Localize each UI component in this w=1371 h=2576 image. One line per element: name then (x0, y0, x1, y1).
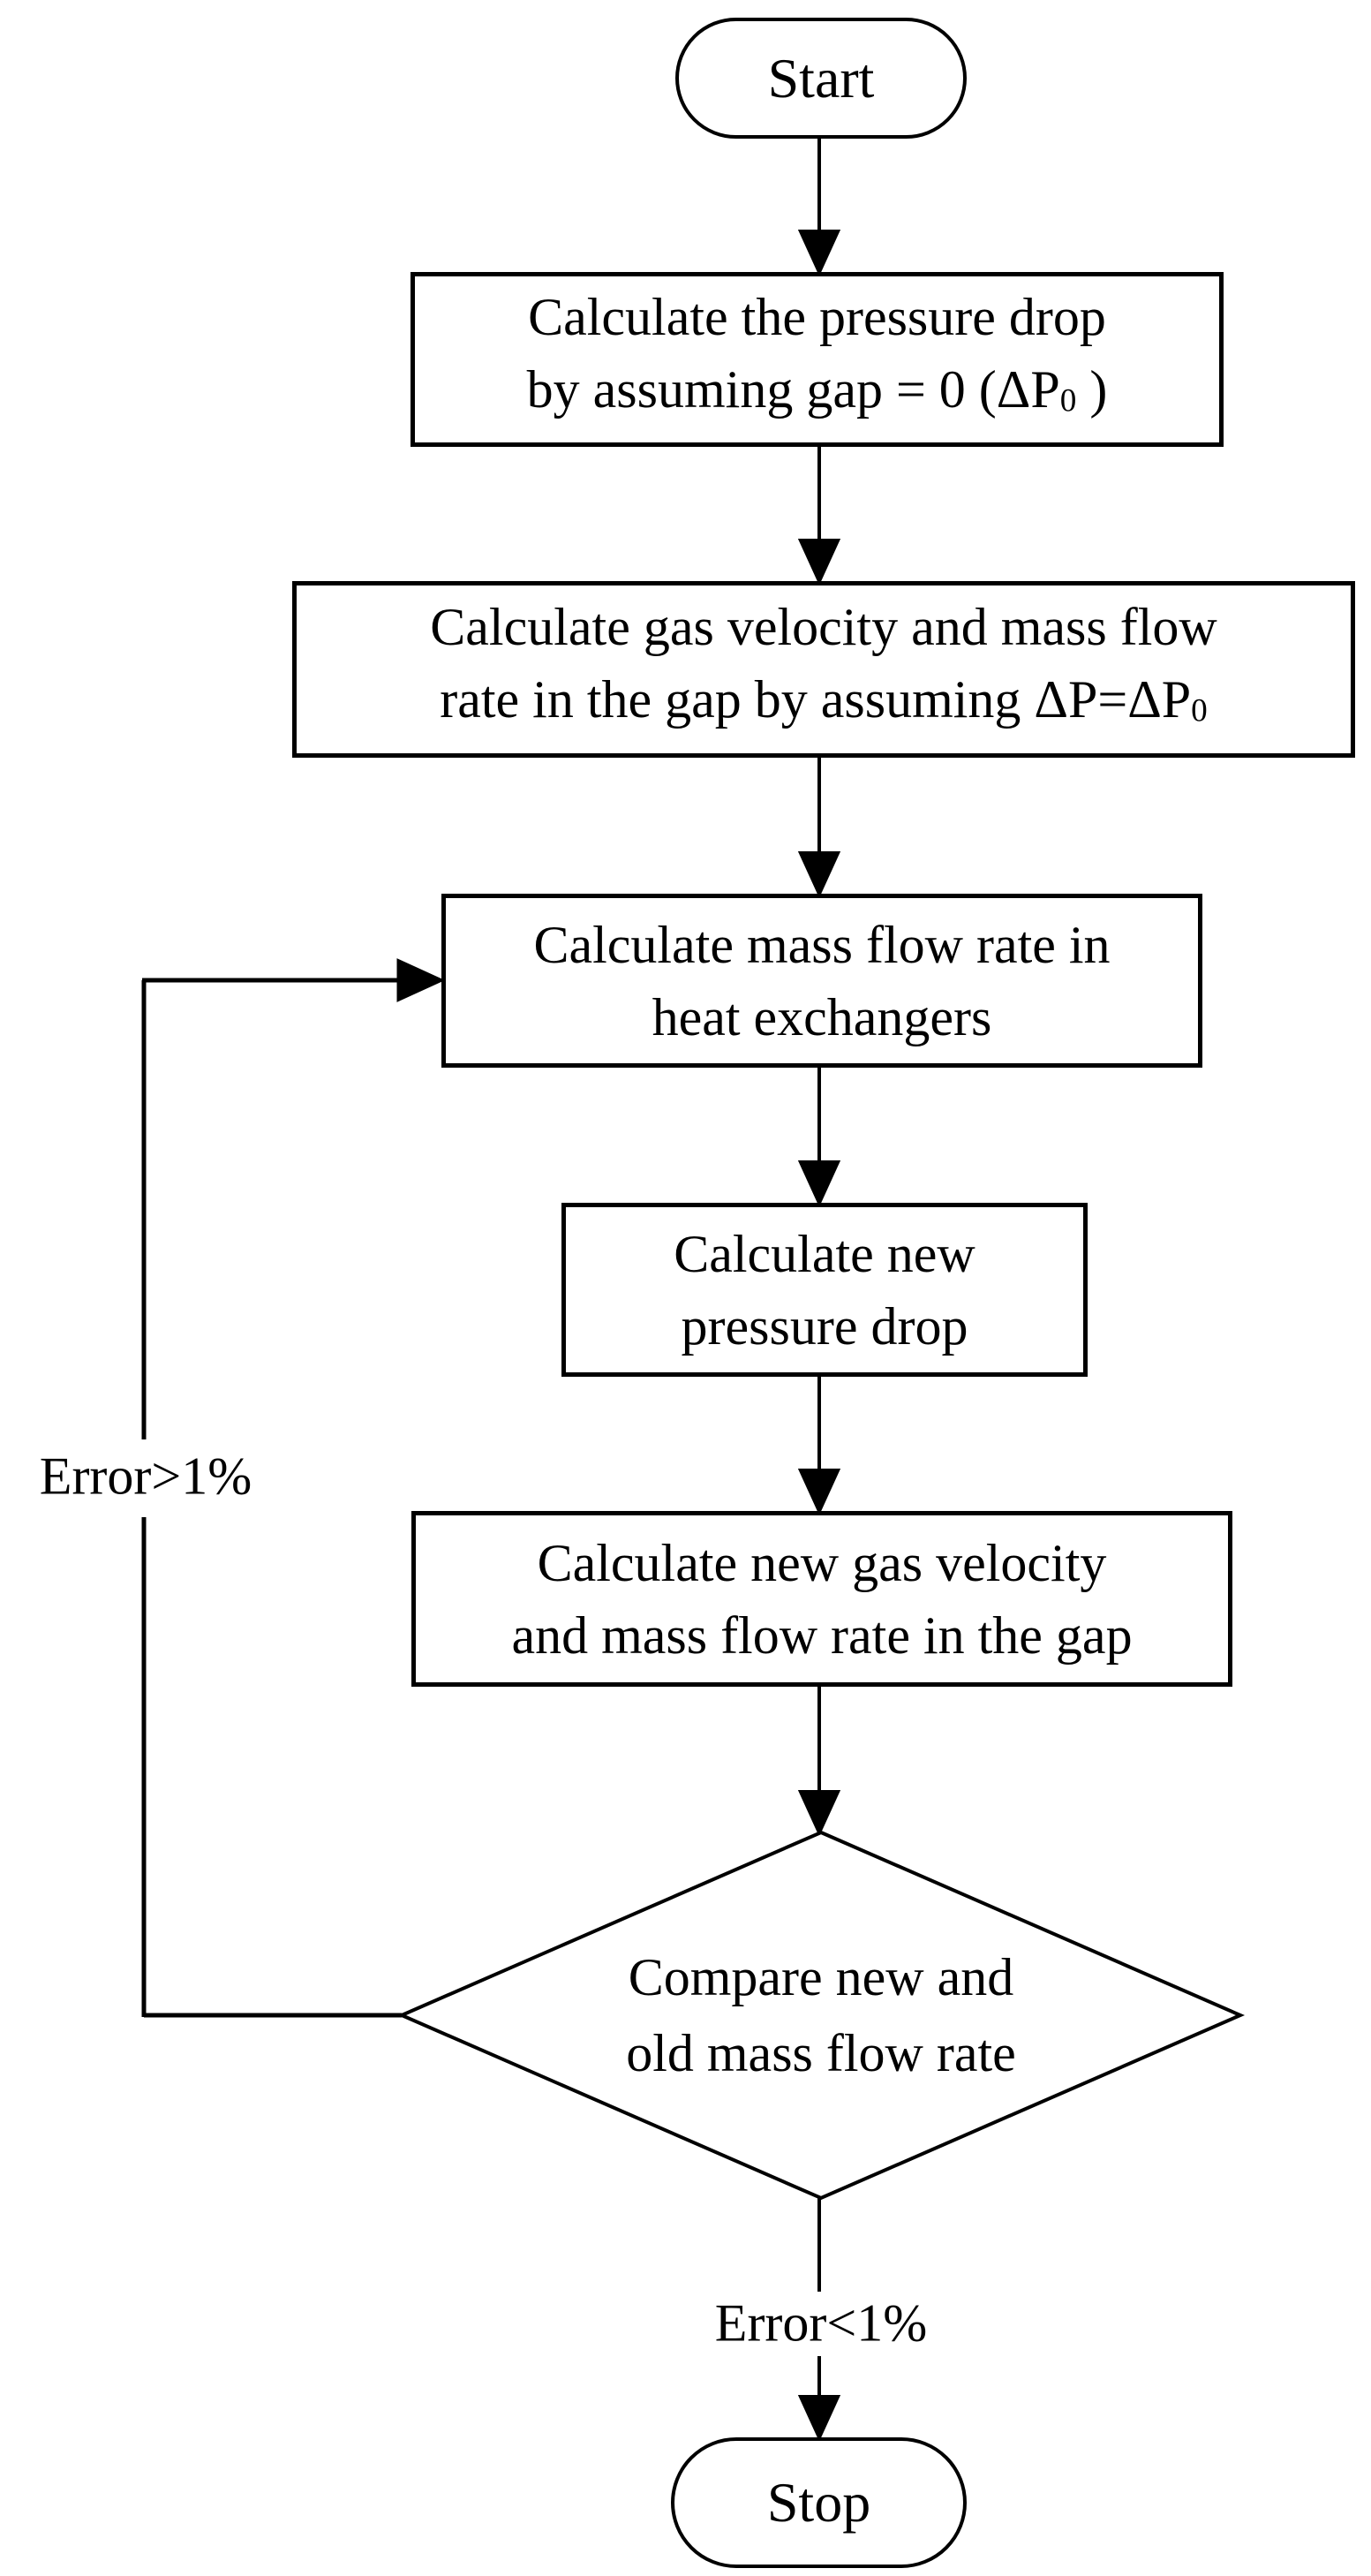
arrowhead-step2 (797, 539, 841, 585)
process-text-line: Calculate new gas velocity (537, 1533, 1107, 1592)
process-text-line: and mass flow rate in the gap (511, 1605, 1133, 1665)
decision-diamond-shape (396, 1830, 1246, 2201)
process-text-line: Calculate the pressure drop (528, 281, 1106, 353)
text-segment: by assuming gap = 0 (ΔP (526, 360, 1060, 419)
arrowhead-decision (797, 1790, 841, 1837)
exit-condition-label: Error<1% (709, 2293, 933, 2354)
process-new-gas-velocity: Calculate new gas velocity and mass flow… (411, 1511, 1232, 1687)
process-calculate-pressure-drop: Calculate the pressure drop by assuming … (411, 272, 1224, 447)
process-text-line: Calculate mass flow rate in (533, 915, 1111, 974)
process-mass-flow-heat-exchangers: Calculate mass flow rate in heat exchang… (441, 894, 1202, 1068)
subscript-zero: 0 (1191, 692, 1208, 729)
text-segment: Calculate the pressure drop (528, 288, 1106, 347)
decision-text-line: Compare new and (628, 1948, 1014, 2006)
process-calculate-gas-velocity: Calculate gas velocity and mass flow rat… (292, 581, 1355, 758)
subscript-zero: 0 (1059, 382, 1077, 419)
arrowhead-step5 (797, 1469, 841, 1515)
process-text-line: rate in the gap by assuming ΔP=ΔP0 (440, 663, 1208, 747)
stop-terminator: Stop (671, 2437, 967, 2568)
decision-text-line: old mass flow rate (626, 2024, 1016, 2082)
arrowhead-loop-to-step3 (396, 958, 446, 1002)
process-text-line: Calculate new (674, 1224, 976, 1283)
stop-label: Stop (766, 2471, 871, 2534)
arrowhead-step4 (797, 1160, 841, 1207)
text-segment: rate in the gap by assuming ΔP=ΔP (440, 670, 1192, 729)
arrowhead-step3 (797, 851, 841, 898)
decision-diamond-text: Compare new and old mass flow rate (626, 1939, 1016, 2091)
text-segment: ) (1076, 360, 1108, 419)
process-text-line: pressure drop (681, 1296, 968, 1356)
arrowhead-stop (797, 2395, 841, 2442)
process-text-line: Calculate gas velocity and mass flow (430, 591, 1217, 663)
start-terminator: Start (675, 18, 967, 139)
process-text-line: heat exchangers (652, 987, 992, 1046)
process-new-pressure-drop: Calculate new pressure drop (561, 1203, 1088, 1377)
loop-condition-label: Error>1% (34, 1446, 258, 1507)
start-label: Start (767, 46, 875, 110)
process-text-line: by assuming gap = 0 (ΔP0 ) (527, 353, 1108, 437)
text-segment: Calculate gas velocity and mass flow (430, 598, 1217, 657)
arrowhead-step1 (797, 230, 841, 276)
